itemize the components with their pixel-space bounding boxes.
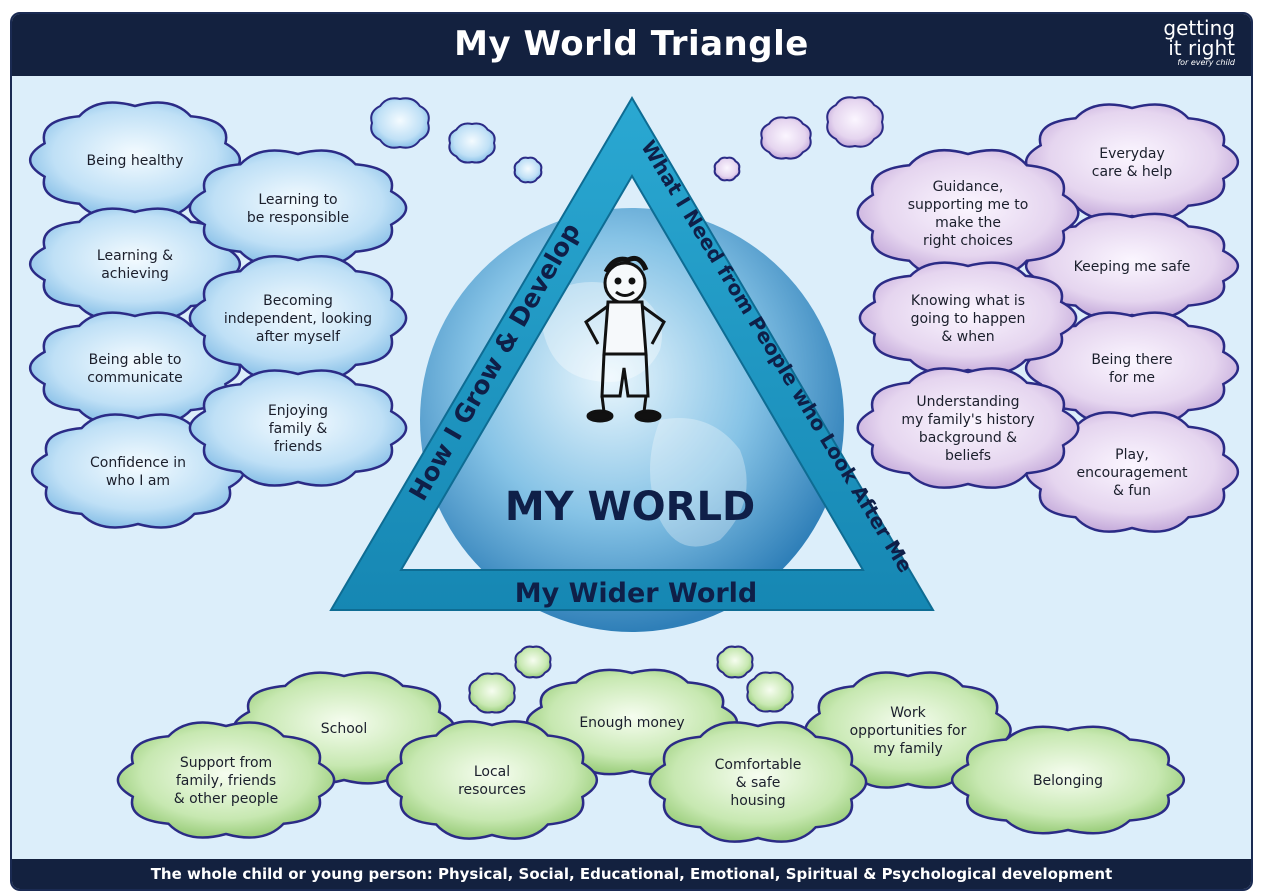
header-bar: My World Triangle getting it right for e… — [12, 14, 1251, 76]
need-cloud-4: Play,encouragement& fun — [1024, 411, 1240, 533]
thought-bubble-9-shape — [716, 645, 754, 679]
thought-bubble-3-shape — [513, 156, 543, 184]
thought-bubble-10-shape — [746, 671, 794, 713]
thought-bubble-3 — [513, 156, 543, 184]
thought-bubble-9 — [716, 645, 754, 679]
thought-bubble-5-shape — [826, 96, 884, 148]
thought-bubble-8 — [468, 672, 516, 714]
need-cloud-4-label: Play,encouragement& fun — [1076, 447, 1188, 499]
thought-bubble-4-shape — [760, 116, 812, 160]
page-title: My World Triangle — [454, 24, 809, 64]
footer-bar: The whole child or young person: Physica… — [12, 859, 1251, 889]
thought-bubble-6-shape — [713, 156, 741, 182]
child-figure-icon — [584, 255, 666, 423]
wider-cloud-6-shape — [648, 721, 868, 843]
triangle-bottom-label: My Wider World — [515, 578, 758, 609]
wider-cloud-7-label: Belonging — [1033, 773, 1103, 789]
wider-cloud-7: Belonging — [950, 725, 1186, 835]
wider-cloud-5-shape — [385, 720, 599, 840]
my-world-triangle — [329, 96, 935, 611]
thought-bubble-10 — [746, 671, 794, 713]
thought-bubble-1 — [370, 97, 430, 149]
thought-bubble-7 — [514, 645, 552, 679]
logo-line-3: for every child — [1177, 58, 1235, 67]
grow-cloud-2: Learning &achieving — [28, 207, 242, 321]
thought-bubble-5 — [826, 96, 884, 148]
wider-cloud-1-label: School — [321, 721, 367, 737]
need-cloud-2-label: Keeping me safe — [1074, 259, 1191, 275]
thought-bubble-6 — [713, 156, 741, 182]
wider-cloud-4-shape — [116, 721, 336, 839]
need-cloud-5-shape — [856, 148, 1080, 278]
need-cloud-6-shape — [858, 261, 1078, 375]
grow-cloud-2-label: Learning &achieving — [97, 248, 173, 282]
thought-bubble-2-shape — [448, 122, 496, 164]
need-cloud-7-shape — [856, 367, 1080, 489]
need-cloud-2: Keeping me safe — [1024, 212, 1240, 320]
grow-cloud-7-shape — [188, 369, 408, 487]
logo-line-1: getting — [1163, 16, 1235, 40]
grow-cloud-5-shape — [188, 149, 408, 267]
logo-line-2: it right — [1168, 36, 1235, 60]
center-label: MY WORLD — [505, 484, 755, 530]
thought-bubble-1-shape — [370, 97, 430, 149]
logo: getting it right for every child — [1125, 18, 1235, 67]
thought-bubble-2 — [448, 122, 496, 164]
thought-bubble-7-shape — [514, 645, 552, 679]
thought-bubble-4 — [760, 116, 812, 160]
wider-cloud-2-label: Enough money — [579, 715, 684, 731]
wider-cloud-7-shape — [950, 725, 1186, 835]
globe-land-2 — [650, 418, 747, 547]
grow-cloud-1-label: Being healthy — [87, 153, 184, 169]
wider-cloud-3-shape — [804, 671, 1012, 789]
thought-bubble-8-shape — [468, 672, 516, 714]
